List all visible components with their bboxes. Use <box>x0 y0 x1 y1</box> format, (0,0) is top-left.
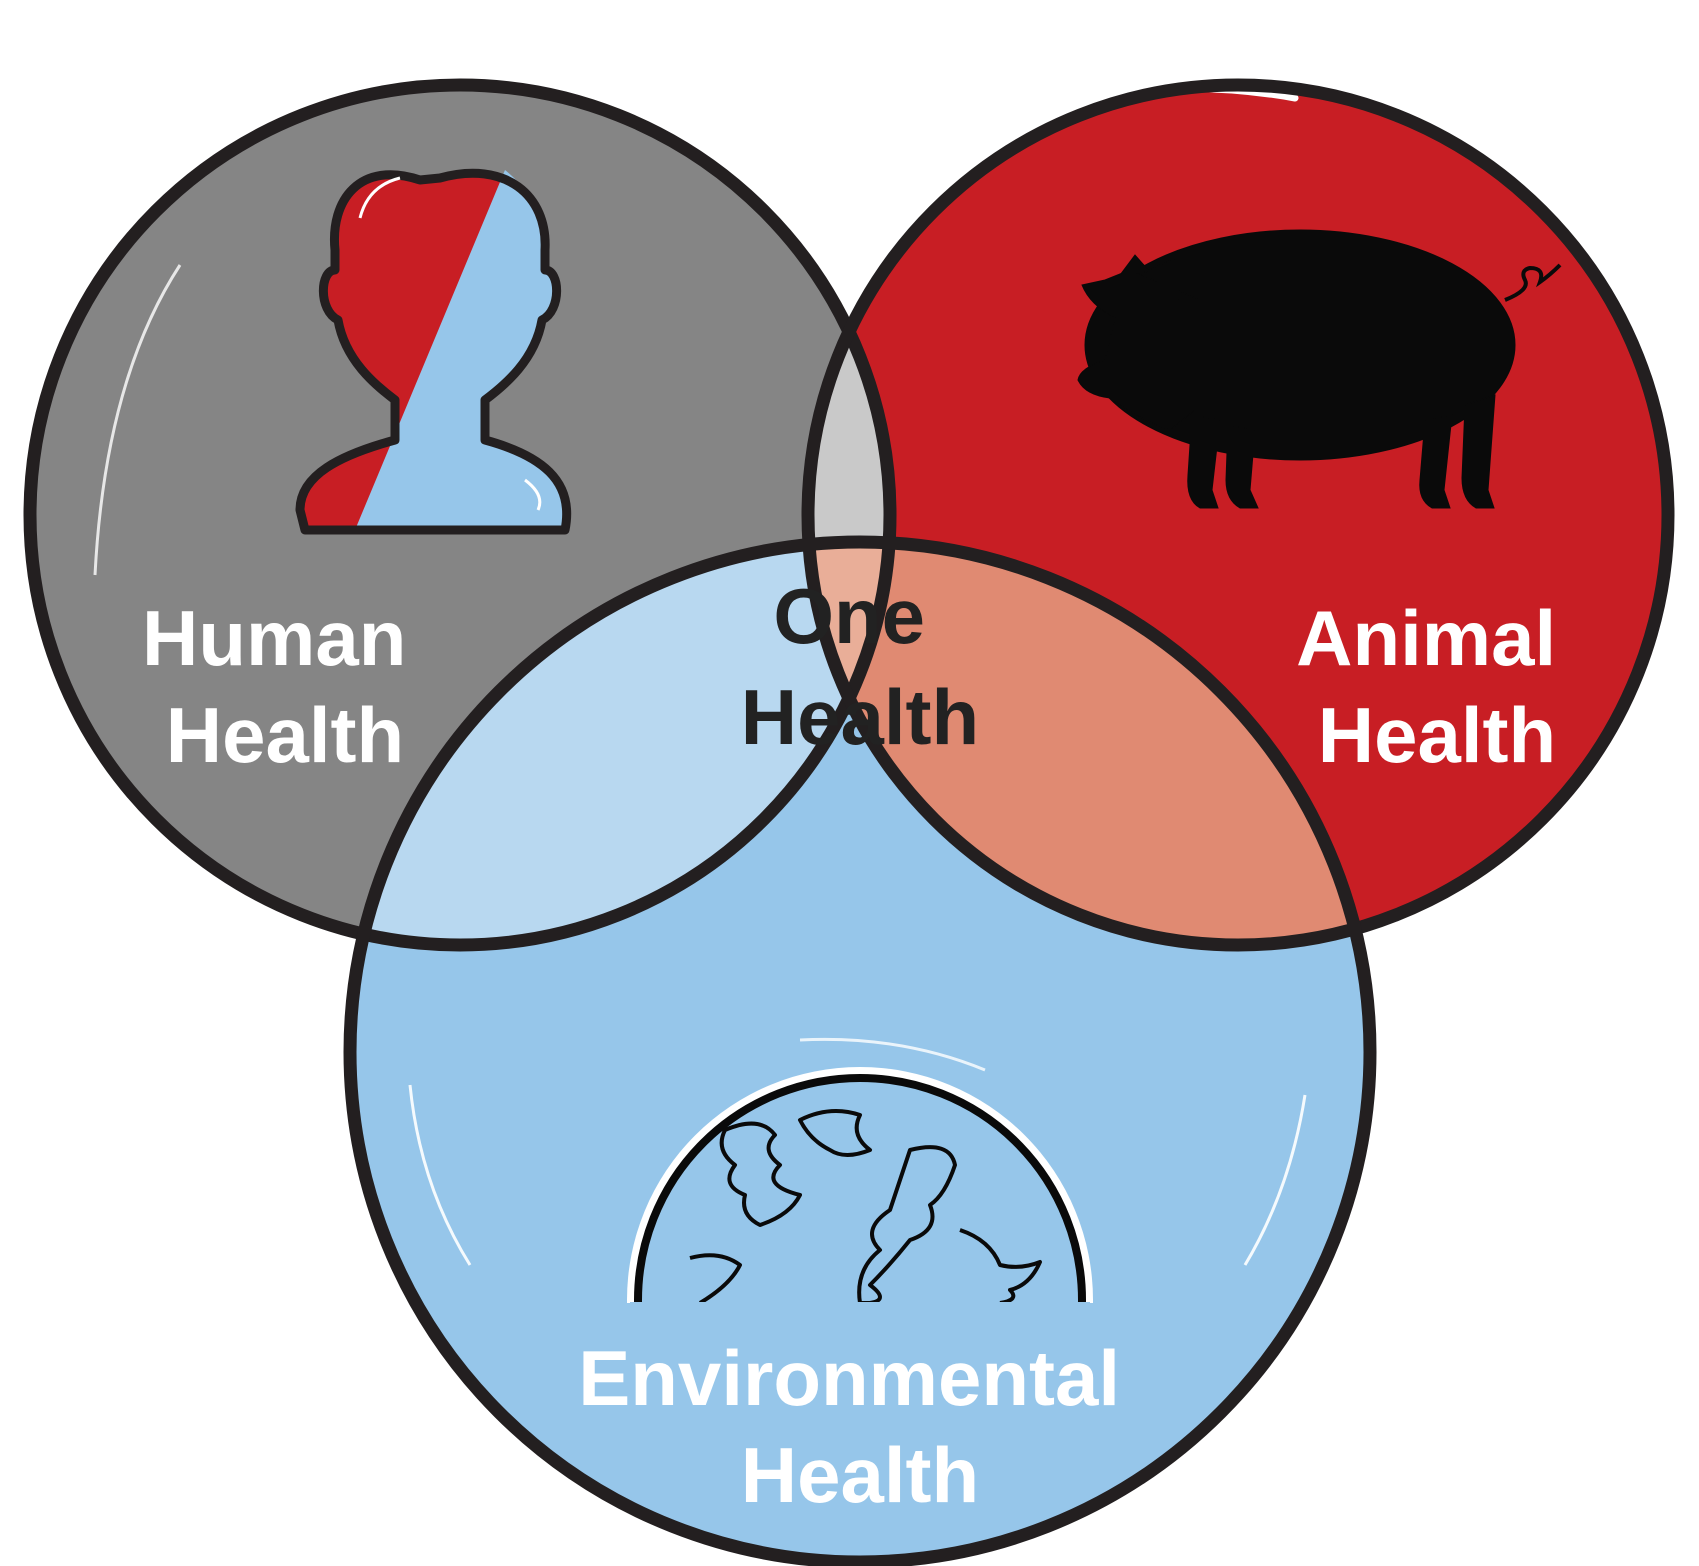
environmental-health-label: Environmental Health <box>578 1334 1141 1519</box>
animal-circle-outline <box>801 78 1675 952</box>
human-circle-outline <box>23 78 897 952</box>
environment-circle-outline <box>343 535 1377 1566</box>
animal-environment-overlap <box>808 542 1370 945</box>
human-environment-overlap <box>350 542 890 945</box>
globe-icon <box>627 1067 1093 1304</box>
animal-gloss-highlight <box>961 84 1299 127</box>
pig-icon <box>1077 229 1562 509</box>
human-head-icon <box>295 168 572 535</box>
human-health-label: Human Health <box>142 594 428 779</box>
human-gloss-highlight <box>93 264 182 576</box>
animal-health-label: Animal Health <box>1296 594 1578 779</box>
one-health-label: One Health <box>741 572 979 761</box>
environment-gloss-highlight-left <box>408 1084 472 1266</box>
environment-gloss-highlight-right <box>1243 1094 1307 1266</box>
environment-gloss-highlight-top <box>799 1037 986 1072</box>
